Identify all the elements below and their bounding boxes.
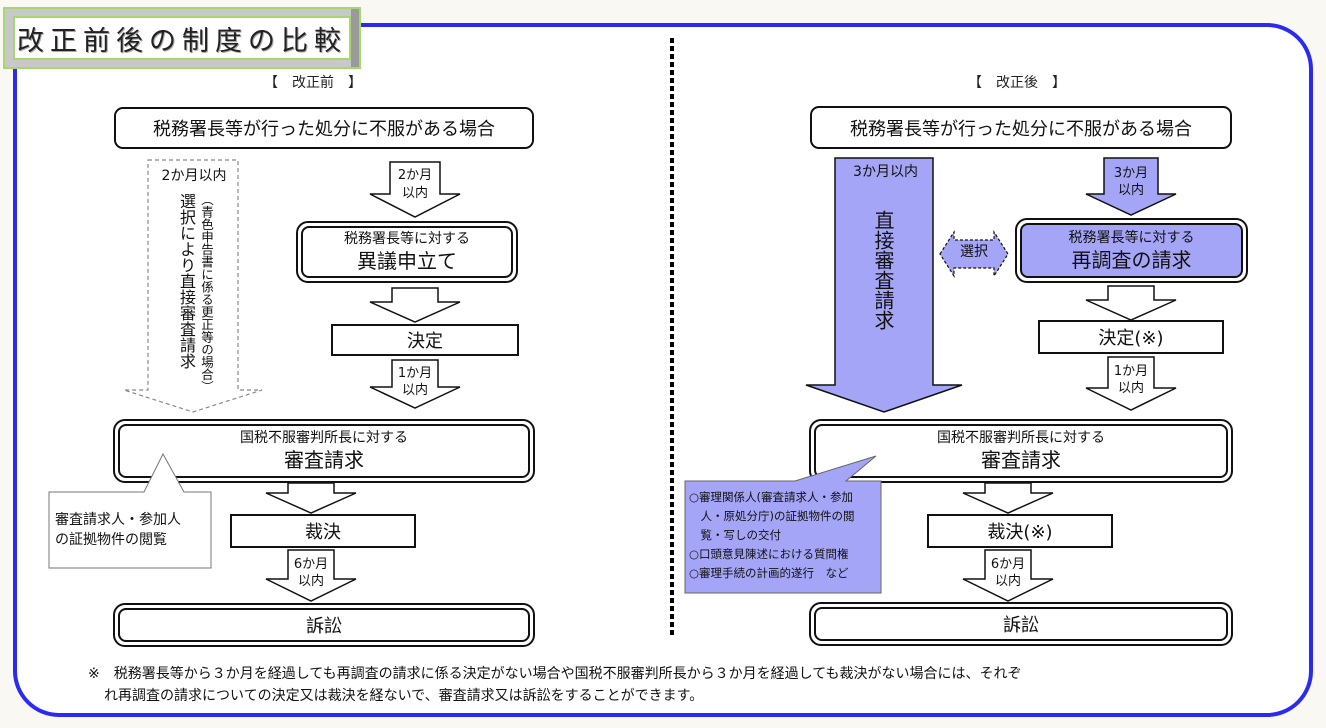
before-callout-line-2: の証拠物件の閲覧 (55, 532, 167, 548)
before-arrow-3 (265, 549, 357, 602)
before-direct-note: （青色申告書に係る更正等の場合） (199, 193, 214, 393)
after-direct-main-text: 直接審査請求 (871, 210, 895, 330)
before-direct-main-text: 選択により直接審査請求 (177, 193, 196, 369)
before-lawsuit-box: 訴訟 (113, 603, 535, 647)
section-divider (670, 38, 674, 636)
after-start-box: 税務署長等が行った処分に不服がある場合 (810, 106, 1232, 149)
footnote-line-1: ※ 税務署長等から３か月を経過しても再調査の請求に係る決定がない場合や国税不服審… (88, 666, 1022, 682)
after-arrow-3 (962, 549, 1054, 602)
before-arrow-objection-decision (369, 287, 461, 323)
after-arrow-3-label-a: 6か月 (990, 557, 1026, 572)
after-lawsuit-text: 訴訟 (1003, 615, 1039, 636)
before-arrow-1 (369, 161, 461, 218)
page-title: 改正前後の制度の比較 (13, 16, 351, 60)
before-objection-sub: 税務署長等に対する (344, 231, 470, 247)
after-arrow-reinvestigation-decision (1085, 285, 1177, 321)
before-review-sub: 国税不服審判所長に対する (240, 430, 408, 446)
before-arrow-2 (369, 359, 461, 409)
after-ruling-box: 裁決(※) (927, 514, 1113, 548)
after-decision-box: 決定(※) (1038, 320, 1224, 354)
footnote-line-2: れ再調査の請求についての決定又は裁決を経ないで、審査請求又は訴訟をすることができ… (104, 688, 704, 704)
dashed-arrow-shape (123, 159, 263, 413)
after-arrow-2-label-a: 1か月 (1113, 364, 1149, 379)
after-arrow-1-label-b: 以内 (1117, 183, 1144, 198)
before-arrow-review-ruling (265, 482, 357, 514)
after-label: 【 改正後 】 (968, 75, 1066, 91)
after-lawsuit-box: 訴訟 (809, 602, 1233, 646)
before-label: 【 改正前 】 (264, 75, 362, 91)
before-ruling-box: 裁決 (230, 514, 416, 548)
footnote: ※ 税務署長等から３か月を経過しても再調査の請求に係る決定がない場合や国税不服審… (88, 663, 1268, 707)
before-lawsuit-text: 訴訟 (306, 616, 342, 637)
after-arrow-2-label-b: 以内 (1117, 381, 1144, 396)
before-ruling-text: 裁決 (305, 522, 341, 543)
after-review-main: 審査請求 (981, 448, 1061, 472)
before-review-main: 審査請求 (284, 448, 364, 472)
after-review-sub: 国税不服審判所長に対する (937, 430, 1105, 446)
after-callout-line-5: ○審理手続の計画的遂行 など (689, 566, 849, 580)
before-arrow-1-label-a: 2か月 (397, 168, 433, 183)
before-direct-period: 2か月以内 (161, 168, 227, 184)
after-callout-line-2: 人・原処分庁)の証拠物件の閲 (689, 509, 855, 523)
after-direct-period: 3か月以内 (853, 164, 918, 180)
before-decision-text: 決定 (407, 331, 443, 352)
after-arrow-1-label-a: 3か月 (1113, 166, 1149, 181)
after-callout-line-1: ○審理関係人(審査請求人・参加 (689, 490, 854, 504)
after-callout-line-4: ○口頭意見陳述における質問権 (689, 547, 849, 561)
after-reinvestigation-main: 再調査の請求 (1071, 247, 1192, 272)
after-choice-label[interactable]: 選択 (960, 244, 988, 260)
after-start-text: 税務署長等が行った処分に不服がある場合 (850, 118, 1192, 140)
after-reinvestigation-sub: 税務署長等に対する (1068, 229, 1195, 246)
after-reinvestigation-box: 税務署長等に対する 再調査の請求 (1015, 218, 1248, 283)
before-start-box: 税務署長等が行った処分に不服がある場合 (114, 107, 534, 149)
before-arrow-1-label-b: 以内 (401, 186, 428, 201)
after-decision-text: 決定(※) (1098, 328, 1164, 349)
before-arrow-3-label-a: 6か月 (293, 557, 329, 572)
after-arrow-review-ruling (962, 482, 1054, 514)
before-decision-box: 決定 (331, 324, 519, 356)
before-arrow-2-label-b: 以内 (401, 383, 428, 398)
after-arrow-3-label-b: 以内 (994, 574, 1021, 589)
after-review-box: 国税不服審判所長に対する 審査請求 (809, 419, 1233, 483)
before-arrow-3-label-b: 以内 (297, 574, 324, 589)
after-choice-arrow (939, 229, 1009, 279)
after-ruling-text: 裁決(※) (987, 522, 1053, 543)
after-arrow-1 (1085, 157, 1177, 216)
direct-arrow-shape (805, 157, 963, 413)
before-objection-box: 税務署長等に対する 異議申立て (296, 221, 518, 283)
after-arrow-2 (1085, 356, 1177, 411)
before-start-text: 税務署長等が行った処分に不服がある場合 (153, 119, 495, 140)
before-review-box: 国税不服審判所長に対する 審査請求 (113, 419, 535, 483)
before-arrow-2-label-a: 1か月 (397, 366, 433, 381)
after-callout-line-3: 覧・写しの交付 (689, 528, 781, 542)
before-objection-main: 異議申立て (357, 249, 457, 273)
title-plate: 改正前後の制度の比較 (3, 7, 361, 69)
before-callout-line-1: 審査請求人・参加人 (55, 512, 181, 528)
